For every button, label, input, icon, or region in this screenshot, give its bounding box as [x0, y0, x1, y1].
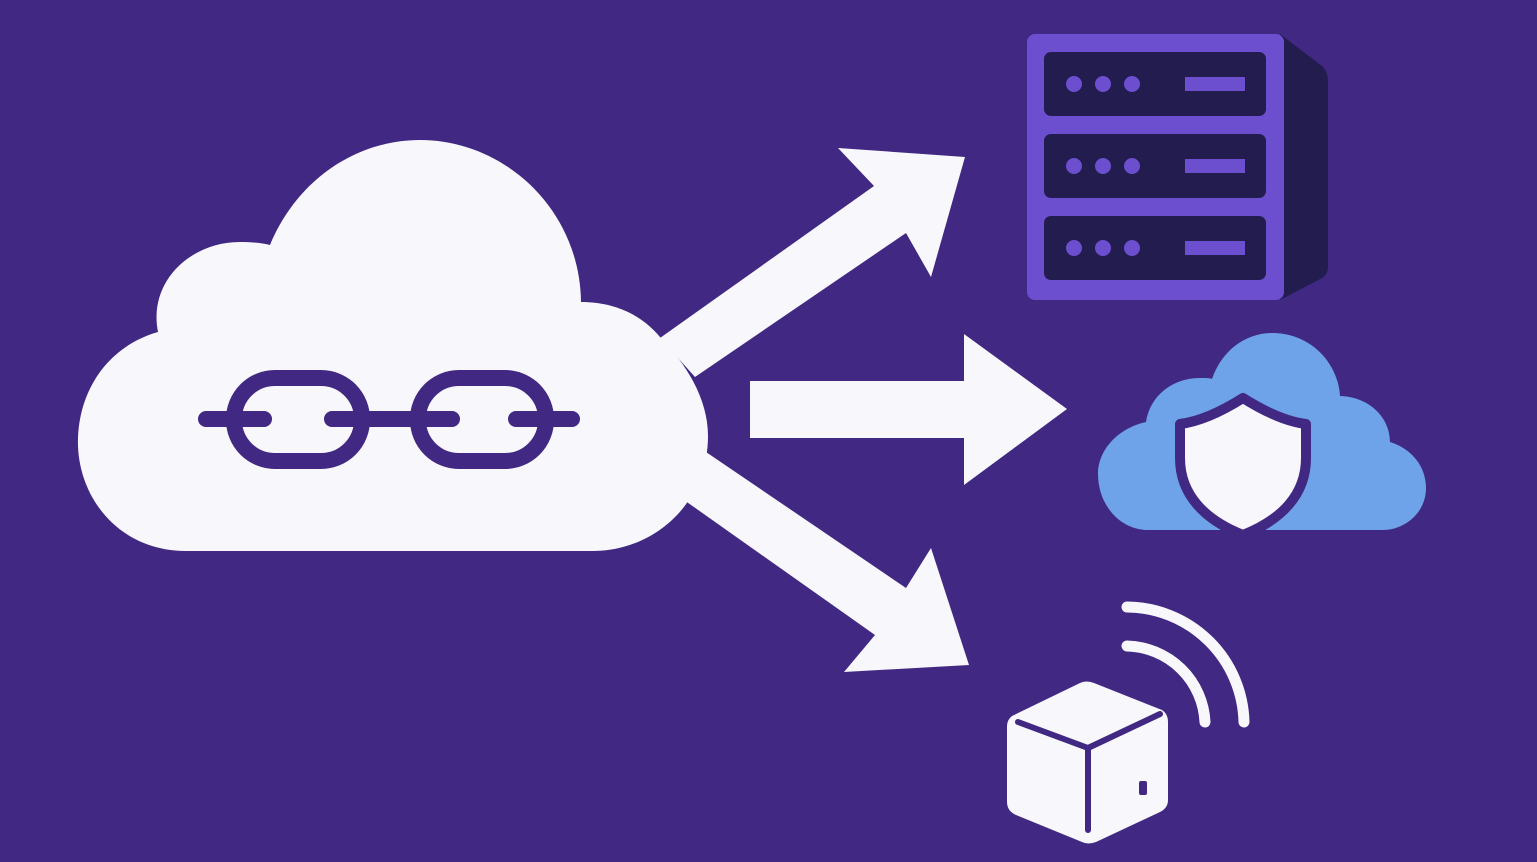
server-rack-icon — [1027, 34, 1328, 300]
arrows — [660, 148, 1067, 672]
iot-device-edges — [1015, 711, 1163, 833]
server-unit-2 — [1044, 134, 1266, 198]
arrow-to-server — [660, 148, 965, 377]
server-unit-1 — [1044, 52, 1266, 116]
server-unit-3 — [1044, 216, 1266, 280]
secure-cloud-shield-icon — [1098, 333, 1426, 540]
shield-icon — [1175, 393, 1311, 540]
iot-device-wireless-icon — [1007, 601, 1250, 844]
server-rack-side — [1280, 34, 1328, 300]
source-cloud-shape — [77, 140, 708, 551]
arrow-to-secure-cloud — [750, 334, 1067, 485]
iot-device-port — [1139, 781, 1147, 795]
cloud-link-icon — [77, 140, 708, 551]
wireless-signal-icon — [1121, 601, 1250, 728]
chain-link-icon — [198, 370, 580, 469]
arrow-to-iot-device — [684, 452, 969, 672]
